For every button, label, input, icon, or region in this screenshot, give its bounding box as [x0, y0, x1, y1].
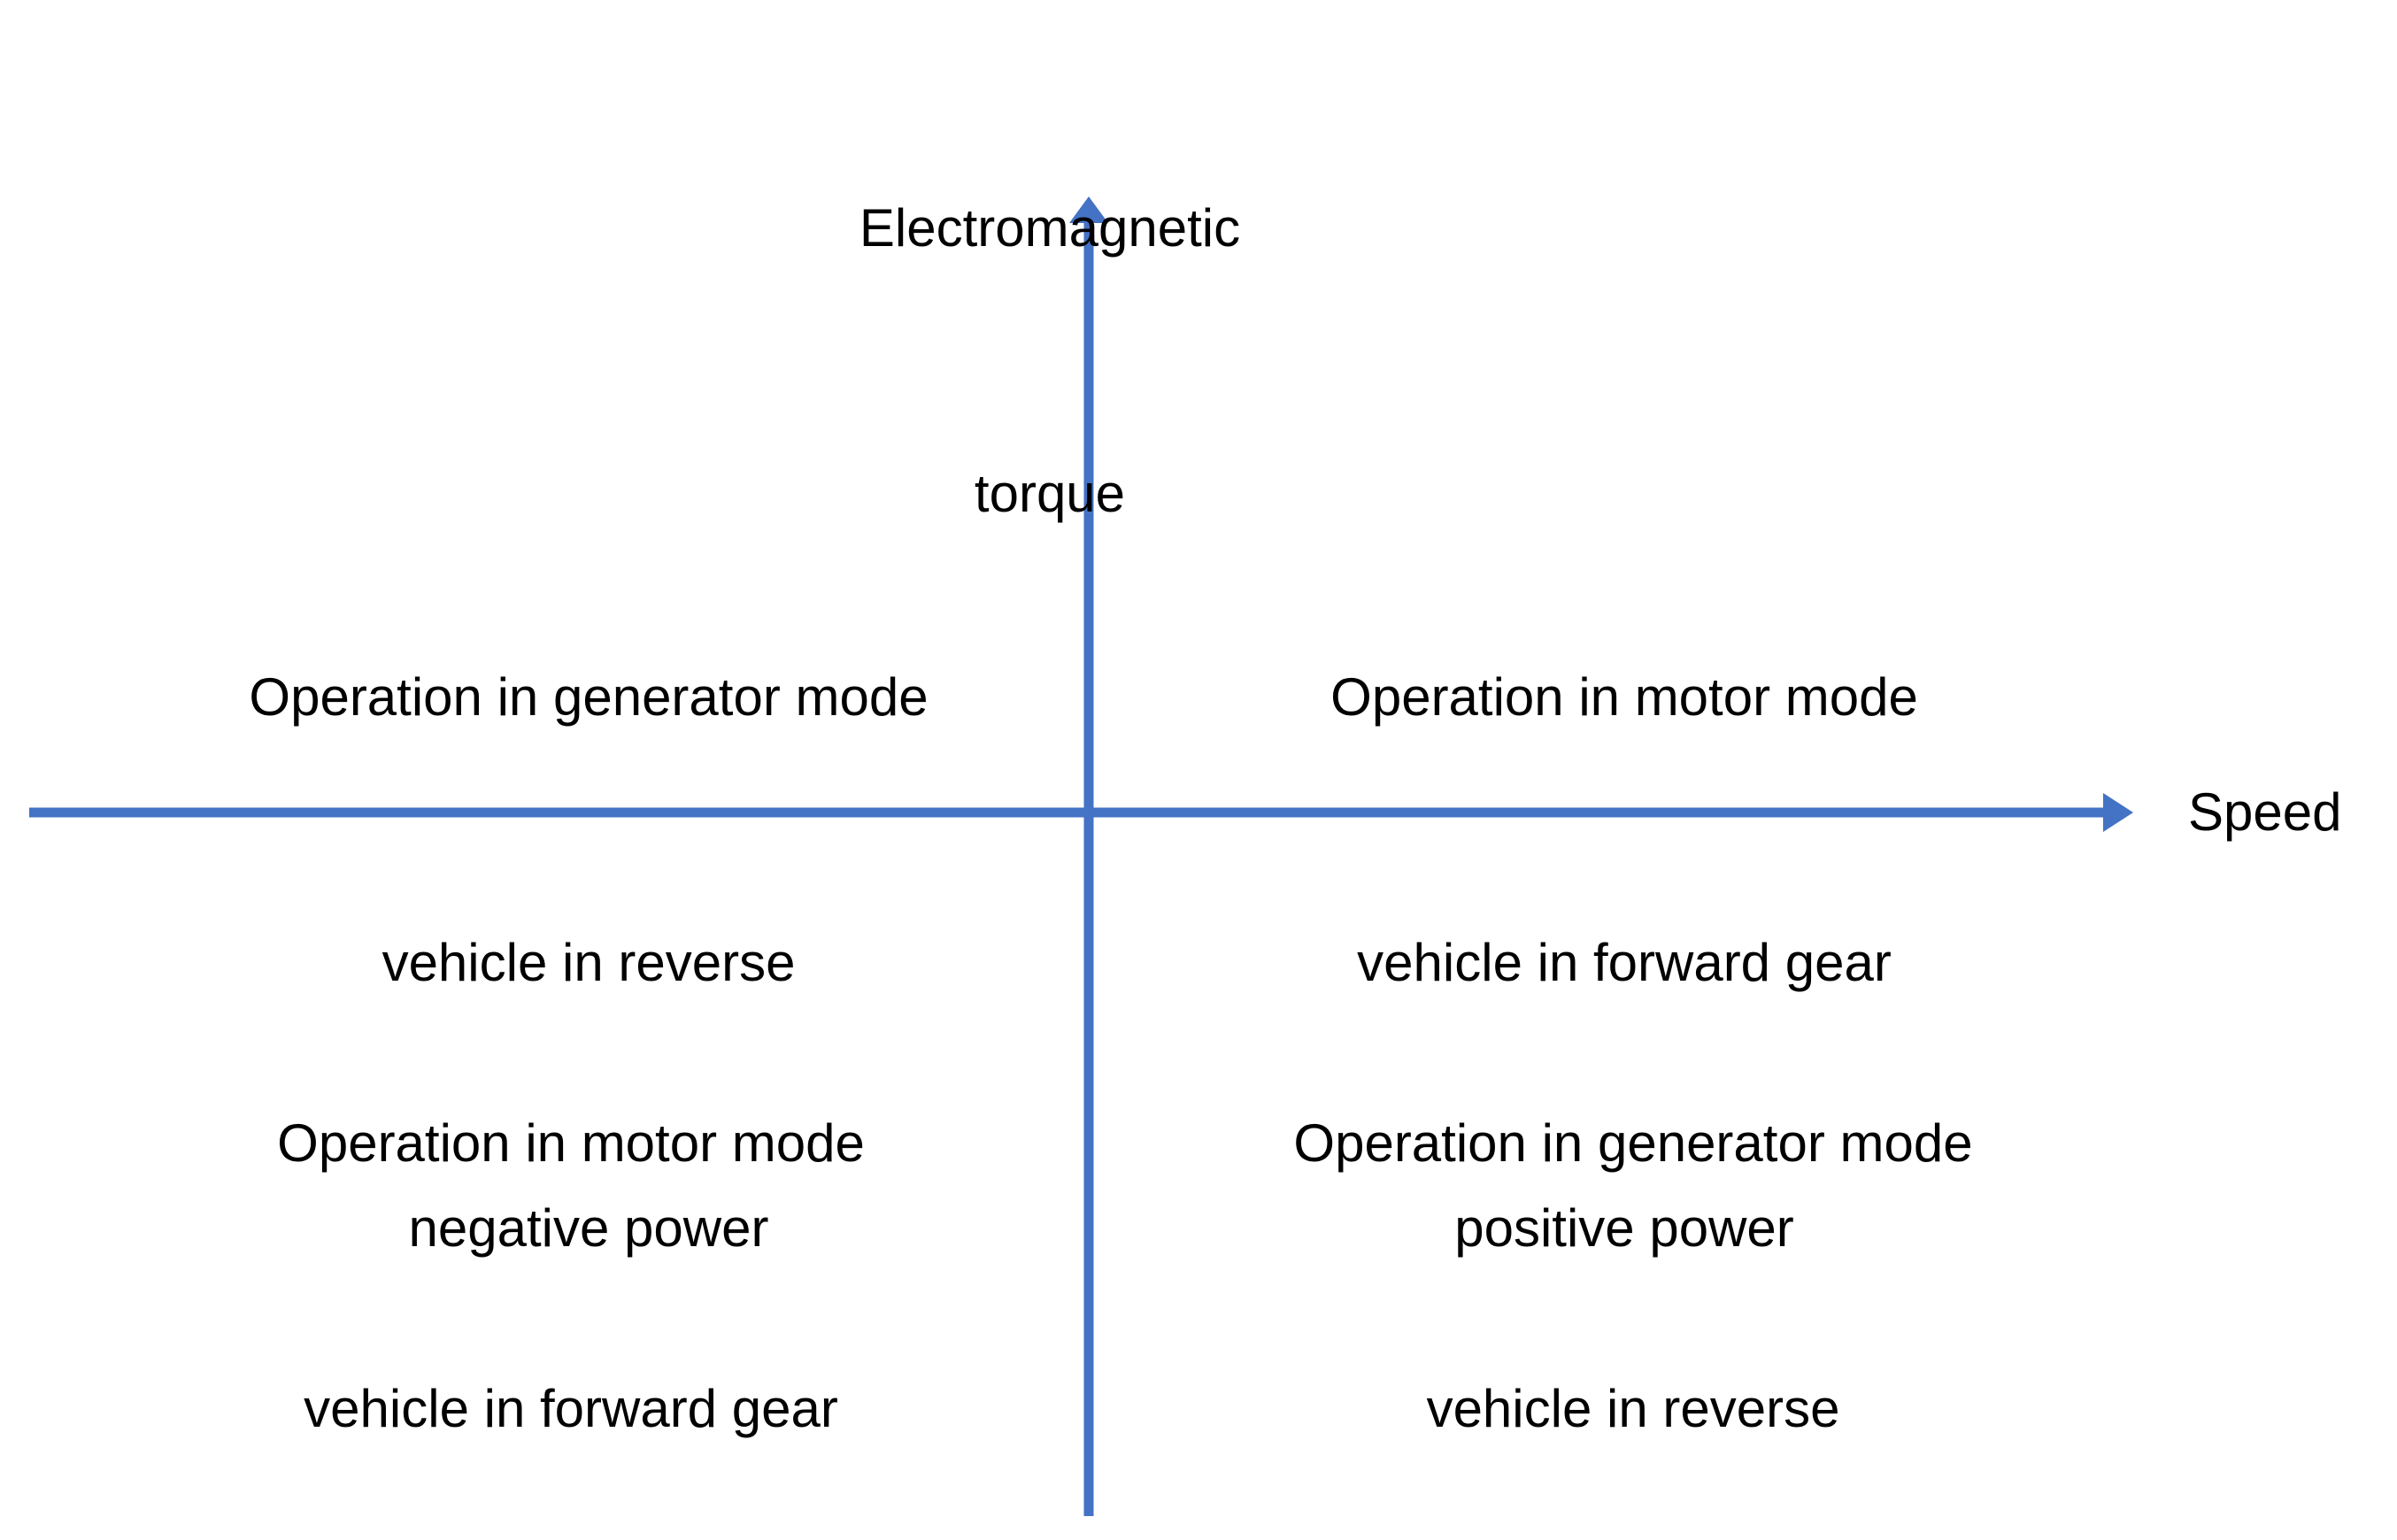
quadrant-top-left-line-2: vehicle in reverse — [382, 933, 796, 992]
quadrant-bottom-right-text: Operation in generator mode vehicle in r… — [1151, 922, 2116, 1540]
quadrant-bottom-left-text: Operation in motor mode vehicle in forwa… — [89, 922, 1053, 1540]
quadrant-top-left-line-1: Operation in generator mode — [249, 667, 929, 727]
quadrant-bottom-left-line-2: vehicle in forward gear — [304, 1379, 838, 1438]
quadrant-top-right-line-2: vehicle in forward gear — [1357, 933, 1892, 992]
quadrant-top-left-line-3: negative power — [408, 1198, 769, 1258]
quadrant-bottom-right-line-1: Operation in generator mode — [1293, 1113, 1973, 1173]
quadrant-top-right-text: Operation in motor mode vehicle in forwa… — [1142, 476, 2107, 1450]
x-axis-arrowhead — [2103, 793, 2133, 832]
x-axis-label: Speed — [2188, 782, 2342, 842]
y-axis-arrowhead — [1069, 196, 1108, 223]
y-axis-label: Electromagnetic torque — [784, 7, 1315, 715]
quadrant-top-right-line-1: Operation in motor mode — [1330, 667, 1918, 727]
quadrant-top-left-text: Operation in generator mode vehicle in r… — [106, 476, 1071, 1450]
quadrant-bottom-left-line-1: Operation in motor mode — [277, 1113, 865, 1173]
y-axis-label-line-2: torque — [974, 464, 1126, 523]
quadrant-top-right-line-3: positive power — [1454, 1198, 1794, 1258]
y-axis-label-line-1: Electromagnetic — [859, 198, 1241, 258]
quadrant-bottom-right-line-2: vehicle in reverse — [1426, 1379, 1840, 1438]
